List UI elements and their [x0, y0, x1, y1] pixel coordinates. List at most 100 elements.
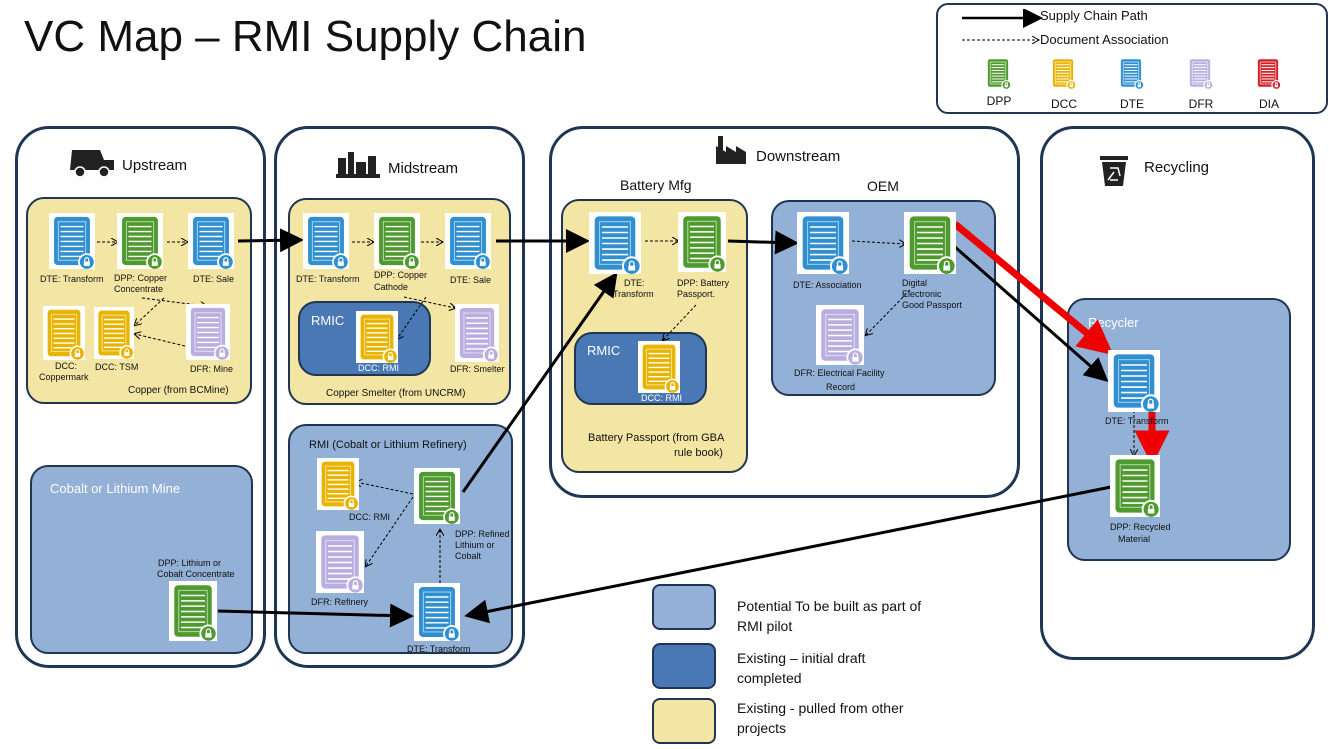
dpp-document-icon[interactable]: [678, 212, 727, 274]
legend-doc-label-dte: DTE: [1120, 97, 1144, 111]
dfr-document-icon[interactable]: [816, 305, 865, 367]
stage-midstream-label: Midstream: [388, 160, 459, 177]
dia-document-lock-icon: [1255, 57, 1282, 94]
legend-document-label: Document Association: [1040, 32, 1169, 47]
doc-label: DCC:: [55, 361, 77, 371]
stage-downstream-label: Downstream: [756, 148, 841, 165]
doc-label: Passport.: [677, 289, 716, 299]
rmic-midstream-label: RMIC: [311, 313, 345, 328]
doc-label: Record: [826, 382, 856, 392]
battery-passport-caption-line2: rule book): [674, 447, 723, 459]
legend-supply-chain-label: Supply Chain Path: [1040, 8, 1148, 23]
doc-label: DCC: TSM: [95, 362, 139, 372]
doc-label: Lithium or: [455, 540, 495, 550]
dte-document-icon[interactable]: [49, 213, 96, 271]
doc-label: DTE: Transform: [296, 274, 360, 284]
doc-label: Material: [1118, 534, 1151, 544]
dcc-document-icon[interactable]: [43, 306, 86, 362]
legend-doc-label-dfr: DFR: [1188, 97, 1214, 111]
supply-chain-path-line: [962, 9, 1043, 49]
dpp-document-icon[interactable]: [414, 468, 461, 526]
panel-copper-smelter-caption: Copper Smelter (from UNCRM): [326, 388, 466, 399]
battery-mfg-label: Battery Mfg: [620, 177, 692, 193]
doc-label: DTE: Sale: [450, 275, 492, 285]
doc-label: DFR: Smelter: [450, 364, 505, 374]
recycle-bin-icon: [1100, 156, 1128, 186]
doc-label: Good Passport: [902, 300, 963, 310]
dcc-document-icon[interactable]: [356, 311, 399, 365]
key-swatch-potential: [652, 584, 716, 630]
dfr-document-icon[interactable]: [455, 304, 500, 364]
doc-label: Transform: [613, 289, 654, 299]
dpp-document-icon[interactable]: [169, 581, 218, 643]
doc-label: DPP: Lithium or: [158, 558, 222, 568]
page-title: VC Map – RMI Supply Chain: [24, 12, 587, 61]
dte-document-lock-icon: [1118, 57, 1145, 94]
doc-label: DTE: Transform: [407, 644, 471, 654]
dpp-document-icon[interactable]: [1110, 455, 1161, 519]
dte-document-icon[interactable]: [414, 583, 461, 643]
dcc-document-icon[interactable]: [638, 341, 681, 395]
doc-label: Electronic: [902, 289, 942, 299]
doc-label: Cathode: [374, 282, 409, 292]
doc-label: DTE: Transform: [40, 274, 104, 284]
key-swatch-existing-draft: [652, 643, 716, 689]
dte-document-icon[interactable]: [445, 213, 492, 271]
doc-label: DTE: Transform: [1105, 416, 1169, 426]
key-existing-draft-line1: Existing – initial draft: [737, 650, 866, 666]
cobalt-mine-title: Cobalt or Lithium Mine: [50, 481, 181, 496]
panel-copper-mine-caption: Copper (from BCMine): [128, 385, 229, 396]
dcc-document-lock-icon: [1050, 57, 1077, 94]
dte-document-icon[interactable]: [1108, 350, 1161, 414]
doc-label: DTE: Association: [793, 280, 862, 290]
doc-label: DCC: RMI: [349, 512, 390, 522]
doc-label: Cobalt: [455, 551, 482, 561]
key-swatch-existing-pulled: [652, 698, 716, 744]
dte-document-icon[interactable]: [303, 213, 350, 271]
dfr-document-lock-icon: [1187, 57, 1214, 94]
factory-icon: [716, 136, 746, 164]
dfr-document-icon[interactable]: [186, 304, 231, 362]
legend-doc-label-dpp: DPP: [986, 94, 1012, 108]
doc-label: Digital: [902, 278, 928, 288]
dpp-document-icon[interactable]: [374, 213, 421, 271]
doc-label: DTE: Sale: [193, 274, 235, 284]
doc-label: DCC: RMI: [358, 363, 399, 373]
key-existing-pulled-line1: Existing - pulled from other: [737, 700, 904, 716]
rmic-battery-label: RMIC: [587, 343, 621, 358]
doc-label: DPP: Refined: [455, 529, 510, 539]
key-existing-pulled-line2: projects: [737, 720, 787, 736]
dfr-document-icon[interactable]: [316, 531, 365, 595]
doc-label: Coppermark: [39, 372, 89, 382]
doc-label: DFR: Mine: [190, 364, 234, 374]
legend-doc-label-dcc: DCC: [1051, 97, 1077, 111]
dcc-document-icon[interactable]: [94, 307, 135, 361]
legend: Supply Chain Path Document Association D…: [936, 3, 1328, 114]
legend-doc-label-dia: DIA: [1258, 97, 1279, 111]
doc-label: DFR: Refinery: [311, 597, 369, 607]
dpp-document-lock-icon: [985, 57, 1012, 94]
dpp-document-icon[interactable]: [904, 212, 957, 276]
doc-label: Concentrate: [114, 284, 164, 294]
doc-label: Cobalt Concentrate: [157, 569, 235, 579]
stage-upstream-label: Upstream: [122, 157, 188, 174]
doc-label: DFR: Electrical Facility: [794, 368, 885, 378]
key-potential-line2: RMI pilot: [737, 618, 793, 634]
oem-label: OEM: [867, 178, 899, 194]
dte-document-icon[interactable]: [589, 212, 642, 276]
dte-document-icon[interactable]: [797, 212, 850, 276]
doc-label: DTE:: [624, 278, 645, 288]
doc-label: DPP: Copper: [374, 270, 428, 280]
dpp-document-icon[interactable]: [117, 213, 164, 271]
doc-label: DPP: Copper: [114, 273, 168, 283]
doc-label: DPP: Battery: [677, 278, 730, 288]
panel-rmi-refinery-title: RMI (Cobalt or Lithium Refinery): [309, 439, 467, 451]
dcc-document-icon[interactable]: [317, 458, 360, 512]
key-potential-line1: Potential To be built as part of: [737, 598, 922, 614]
battery-passport-caption-line1: Battery Passport (from GBA: [588, 432, 725, 444]
doc-label: DPP: Recycled: [1110, 522, 1171, 532]
mining-truck-icon: [70, 150, 114, 178]
doc-label: DCC: RMI: [641, 393, 682, 403]
dte-document-icon[interactable]: [188, 213, 235, 271]
